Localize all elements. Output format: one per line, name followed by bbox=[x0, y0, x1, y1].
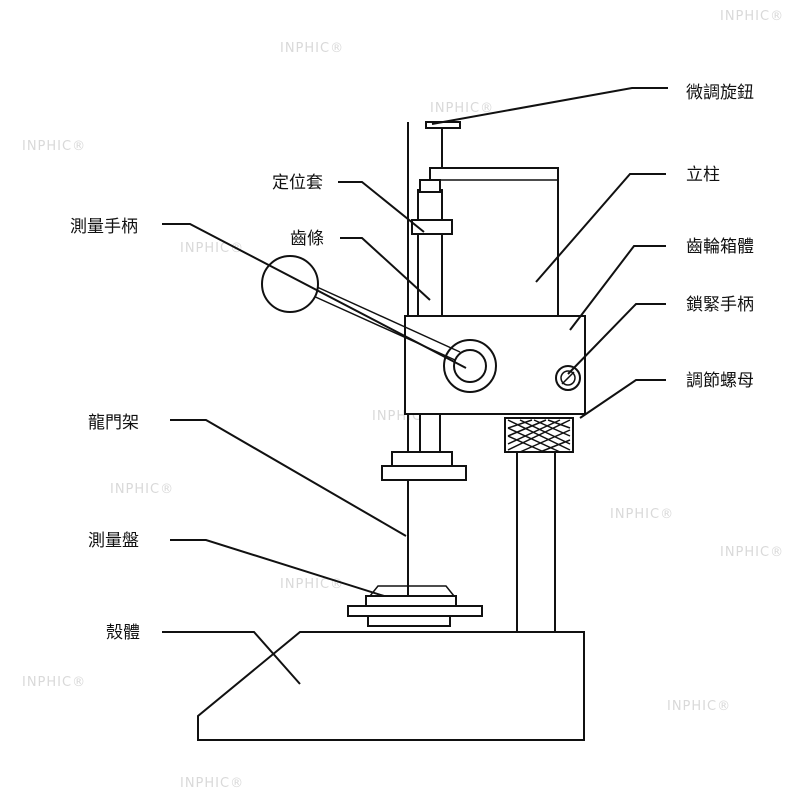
label-gearbox: 齒輪箱體 bbox=[686, 237, 754, 257]
measuring-plate bbox=[347, 585, 483, 627]
watermark: INPHIC® bbox=[22, 139, 86, 154]
watermark: INPHIC® bbox=[180, 776, 244, 791]
gearbox bbox=[404, 315, 586, 415]
label-positioning-sleeve: 定位套 bbox=[272, 173, 323, 193]
label-housing: 殼體 bbox=[106, 623, 140, 643]
label-fine-adjust-knob: 微調旋鈕 bbox=[686, 83, 754, 103]
label-measuring-handle: 測量手柄 bbox=[70, 217, 138, 237]
watermark: INPHIC® bbox=[610, 507, 674, 522]
watermark: INPHIC® bbox=[22, 675, 86, 690]
leader-lines bbox=[162, 87, 668, 685]
watermark: INPHIC® bbox=[280, 577, 344, 592]
adjust-nut bbox=[504, 417, 574, 453]
label-gantry: 龍門架 bbox=[88, 413, 139, 433]
watermark: INPHIC® bbox=[667, 699, 731, 714]
watermark: INPHIC® bbox=[720, 9, 784, 24]
column bbox=[429, 167, 559, 633]
watermark: INPHIC® bbox=[280, 41, 344, 56]
watermark: INPHIC® bbox=[720, 545, 784, 560]
lower-clamp bbox=[381, 451, 467, 481]
label-lock-handle: 鎖緊手柄 bbox=[686, 295, 754, 315]
watermark: INPHIC® bbox=[180, 241, 244, 256]
rack bbox=[411, 179, 453, 455]
watermark: INPHIC® bbox=[430, 101, 494, 116]
label-rack: 齒條 bbox=[290, 229, 324, 249]
fine-adjust-knob bbox=[425, 121, 461, 168]
watermark: INPHIC® bbox=[110, 482, 174, 497]
label-column: 立柱 bbox=[686, 165, 720, 185]
label-adjust-nut: 調節螺母 bbox=[686, 371, 754, 391]
label-measuring-plate: 測量盤 bbox=[88, 531, 139, 551]
housing-body bbox=[197, 631, 585, 741]
measuring-handle bbox=[261, 255, 461, 361]
